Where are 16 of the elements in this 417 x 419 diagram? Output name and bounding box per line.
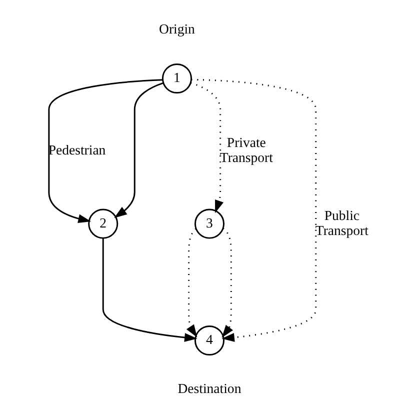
node-label: Destination bbox=[178, 380, 242, 396]
node-circle: 3 bbox=[194, 208, 224, 239]
edge-label: Pedestrian bbox=[48, 142, 106, 158]
node-circle: 4 bbox=[194, 325, 224, 356]
arrow bbox=[190, 82, 224, 214]
node-circle: 2 bbox=[88, 208, 118, 239]
arrow bbox=[102, 238, 198, 342]
arrow bbox=[191, 78, 317, 342]
arrow bbox=[222, 228, 234, 338]
edge-label: Public Transport bbox=[315, 208, 368, 238]
edge-label: Private Transport bbox=[220, 135, 273, 165]
arrow bbox=[114, 82, 164, 218]
arrow bbox=[186, 228, 198, 338]
node-label: Origin bbox=[159, 21, 195, 36]
arrow bbox=[48, 79, 163, 224]
node-circle: 1 bbox=[162, 63, 192, 94]
